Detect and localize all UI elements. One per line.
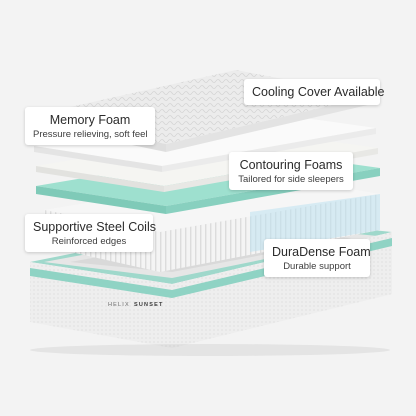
base-front-face <box>30 262 172 348</box>
callout-coils-subtitle: Reinforced edges <box>51 236 127 247</box>
callout-contouring-subtitle: Tailored for side sleepers <box>238 174 344 185</box>
callout-memory-title: Memory Foam <box>49 113 131 127</box>
callout-contouring-title: Contouring Foams <box>239 158 343 172</box>
callout-memory-foam: Memory Foam Pressure relieving, soft fee… <box>25 107 155 145</box>
callout-duradense-subtitle: Durable support <box>283 261 351 272</box>
callout-duradense-title: DuraDense Foam <box>272 245 371 259</box>
callout-cooling-cover: Cooling Cover Available <box>244 79 385 105</box>
brand-label-first: HELIX <box>108 302 130 308</box>
callout-steel-coils: Supportive Steel Coils Reinforced edges <box>25 214 156 252</box>
coil-edge-tint <box>250 194 380 252</box>
callout-cooling-title: Cooling Cover Available <box>252 85 385 99</box>
callout-contouring-foams: Contouring Foams Tailored for side sleep… <box>229 152 353 190</box>
callout-memory-subtitle: Pressure relieving, soft feel <box>33 129 148 140</box>
callout-duradense-foam: DuraDense Foam Durable support <box>264 239 371 277</box>
callout-coils-title: Supportive Steel Coils <box>33 220 156 234</box>
base-teal-band-front <box>30 268 172 298</box>
brand-label-second: SUNSET <box>134 302 164 308</box>
